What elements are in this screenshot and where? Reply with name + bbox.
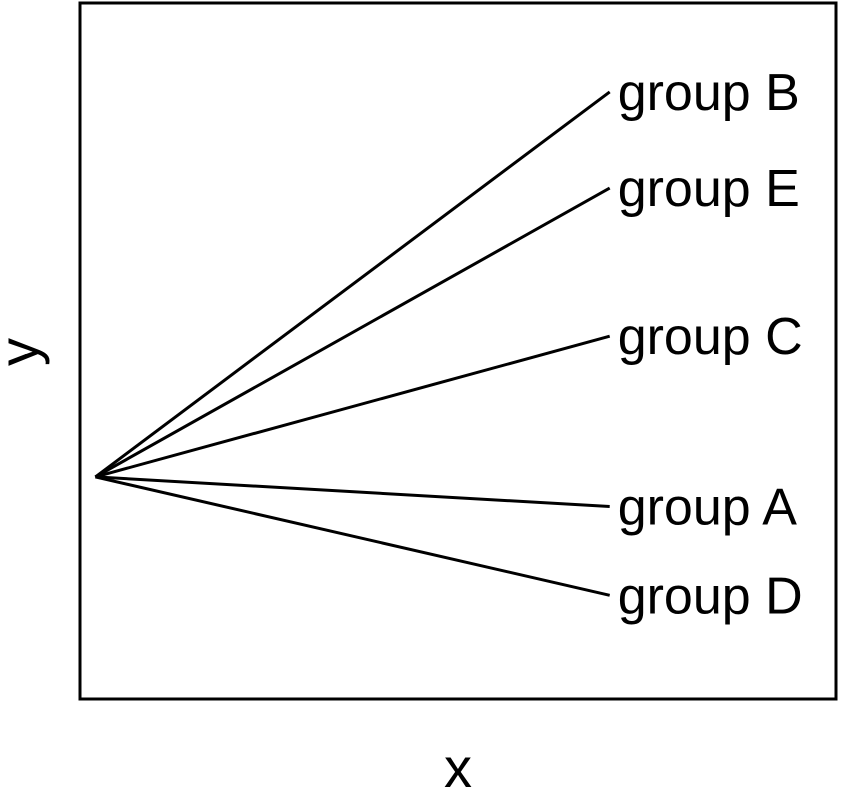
- series-line-group-d: [95, 475, 611, 597]
- y-axis-label: y: [0, 338, 50, 366]
- series-label-group-a: group A: [618, 479, 798, 537]
- series-line-group-c: [95, 334, 611, 479]
- plot-frame: [78, 1, 838, 701]
- series-label-group-c: group C: [618, 308, 803, 366]
- series-label-group-d: group D: [618, 567, 803, 625]
- series-label-group-b: group B: [618, 64, 800, 122]
- series-line-group-e: [94, 186, 611, 479]
- series-label-group-e: group E: [618, 160, 800, 218]
- series-line-group-a: [95, 475, 610, 508]
- series-layer: group B group E group C group A group D: [94, 64, 803, 625]
- x-axis-label: x: [444, 736, 472, 787]
- series-line-group-b: [94, 90, 611, 479]
